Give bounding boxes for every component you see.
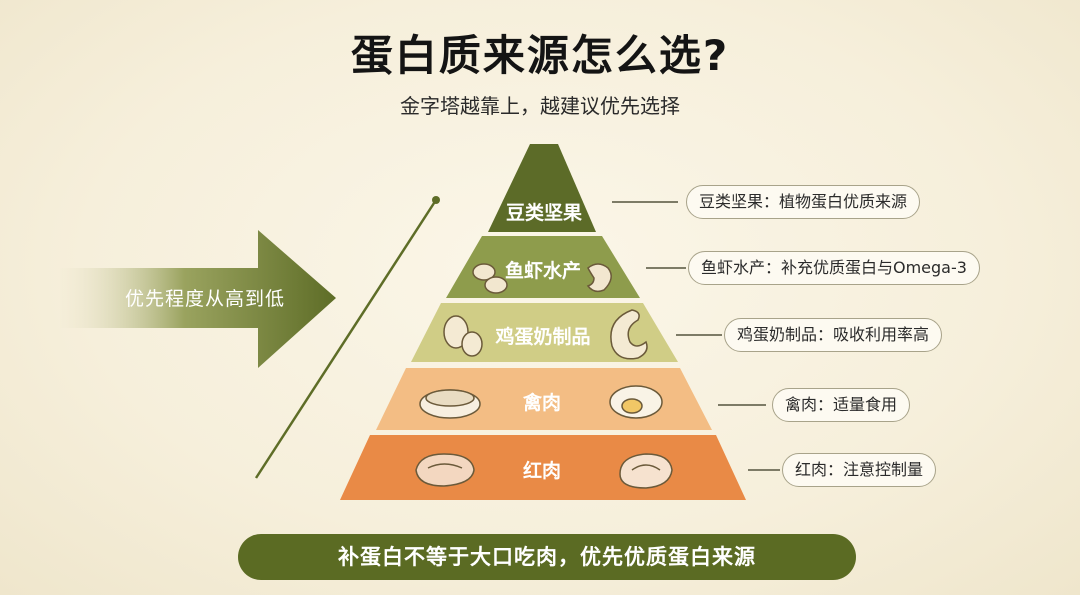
rice-bowl-icon	[419, 389, 481, 419]
tier-label-poultry: 禽肉	[522, 392, 561, 414]
arrow-shape	[60, 230, 336, 368]
page-subtitle: 金字塔越靠上，越建议优先选择	[400, 94, 680, 118]
steak-icon	[415, 453, 475, 487]
callout-legumes-nuts: 豆类坚果：植物蛋白优质来源	[686, 185, 921, 219]
nuts-icon	[472, 263, 508, 294]
leader-line	[612, 201, 678, 203]
tier-label-eggs-dairy: 鸡蛋奶制品	[495, 326, 591, 348]
callout-eggs-dairy: 鸡蛋奶制品：吸收利用率高	[724, 318, 943, 352]
callout-poultry: 禽肉：适量食用	[772, 388, 911, 422]
callout-red-meat: 红肉：注意控制量	[782, 453, 937, 487]
page-title: 蛋白质来源怎么选?	[350, 31, 730, 80]
tier-label-red-meat: 红肉	[522, 460, 561, 482]
priority-line-dot	[432, 196, 440, 204]
tier-1-shape	[488, 144, 596, 232]
leader-line	[748, 469, 780, 471]
meat-slice-icon	[619, 453, 673, 489]
footer-banner: 补蛋白不等于大口吃肉，优先优质蛋白来源	[238, 534, 856, 580]
leader-line	[718, 404, 766, 406]
cashew-nut-icon	[610, 309, 648, 360]
priority-line	[254, 199, 438, 479]
cashew-icon	[586, 263, 612, 293]
tier-label-legumes-nuts: 豆类坚果	[505, 202, 582, 224]
leader-line	[646, 267, 686, 269]
tier-label-seafood: 鱼虾水产	[504, 260, 581, 282]
boiled-egg-icon	[609, 385, 663, 419]
eggs-icon	[443, 315, 483, 357]
callout-seafood: 鱼虾水产：补充优质蛋白与Omega-3	[688, 251, 980, 285]
leader-line	[676, 334, 722, 336]
arrow-label: 优先程度从高到低	[124, 288, 285, 310]
